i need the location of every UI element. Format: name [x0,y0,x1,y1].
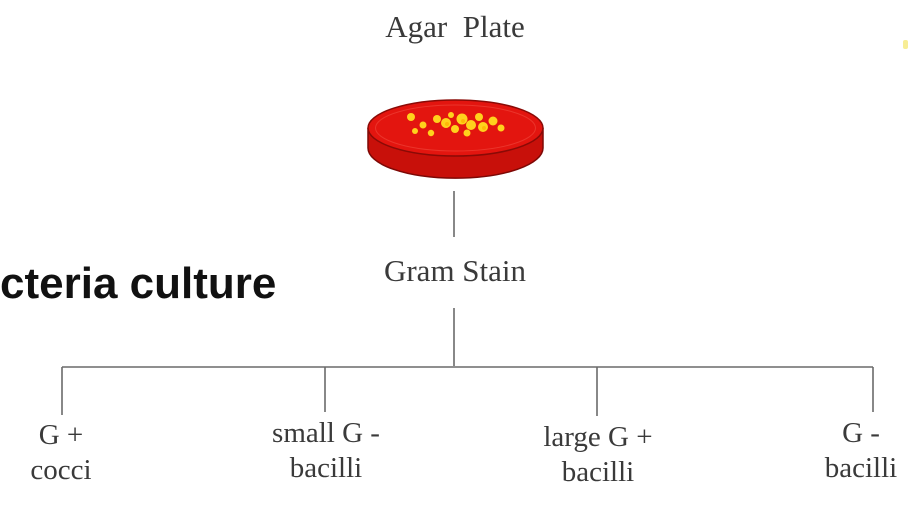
leaf-line2: bacilli [800,451,922,486]
leaf-line1: G - [800,416,922,451]
leaf-line2: bacilli [240,451,412,486]
leaf-line2: cocci [5,453,117,488]
slide-title: cteria culture [0,262,276,306]
leaf-line2: bacilli [515,455,681,490]
leaf-line1: large G + [515,420,681,455]
leaf-g-minus-bacilli: G - bacilli [800,416,922,487]
leaf-line1: small G - [240,416,412,451]
leaf-large-g-plus-bacilli: large G + bacilli [515,420,681,491]
leaf-line1: G + [5,418,117,453]
leaf-g-plus-cocci: G + cocci [5,418,117,489]
agar-plate-label: Agar Plate [320,8,590,46]
gram-stain-label: Gram Stain [330,252,580,290]
petri-dish-icon [363,93,548,188]
leaf-small-g-minus-bacilli: small G - bacilli [240,416,412,487]
